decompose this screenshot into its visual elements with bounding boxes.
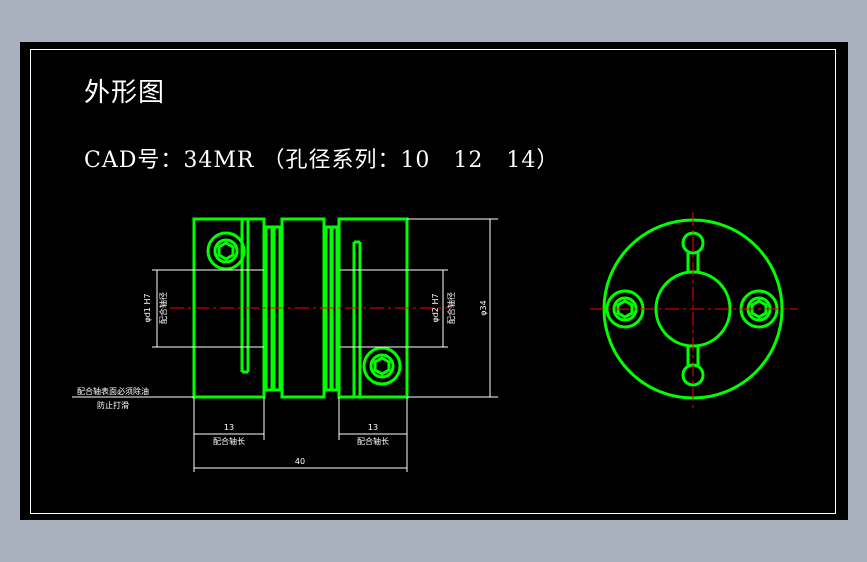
dim-right-bore: φd2 H7 [431, 293, 440, 322]
warning-note-line2: 防止打滑 [97, 400, 129, 410]
dim-left-bore: φd1 H7 [143, 293, 152, 322]
cad-number-label: CAD号：34MR （孔径系列：10 12 14） [84, 148, 560, 173]
clamp-screw-bottom [362, 346, 402, 386]
dim-left-length: 13 [224, 423, 234, 432]
dim-outer-diameter: φ34 [479, 300, 488, 315]
clamp-screw-top [206, 231, 246, 271]
dim-right-length-note: 配合轴长 [357, 436, 389, 446]
warning-note-line1: 配合轴表面必须除油 [77, 386, 149, 396]
dim-right-length: 13 [368, 423, 378, 432]
dim-left-bore-note: 配合轴径 [158, 292, 168, 324]
side-dimension-lines [72, 218, 498, 472]
drawing-border [30, 49, 836, 514]
dim-right-bore-note: 配合轴径 [446, 292, 456, 324]
dim-total-length: 40 [295, 457, 305, 466]
cad-viewport[interactable]: 外形图 CAD号：34MR （孔径系列：10 12 14） [20, 42, 848, 520]
dim-left-length-note: 配合轴长 [213, 436, 245, 446]
drawing-canvas: φd1 H7 配合轴径 φd2 H7 配合轴径 φ34 13 配合轴长 13 配… [72, 212, 798, 472]
drawing-title: 外形图 [84, 78, 166, 108]
